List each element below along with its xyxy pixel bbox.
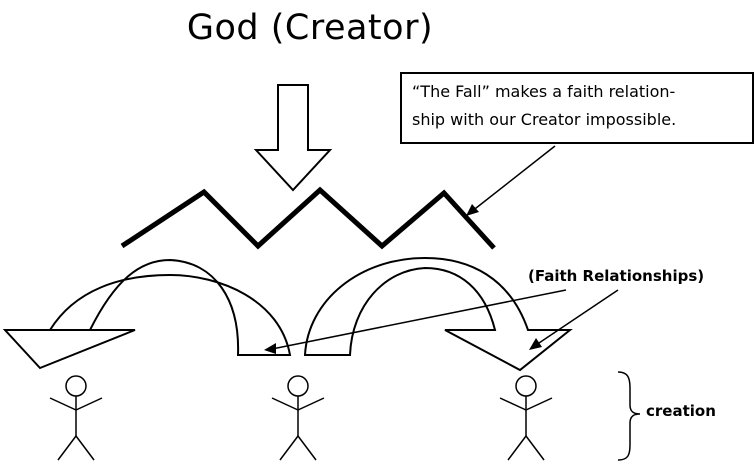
creation-brace	[617, 371, 641, 461]
left-curved-arrow	[2, 258, 292, 370]
callout-line-2: ship with our Creator impossible.	[412, 110, 677, 129]
callout-line-1: “The Fall” makes a faith relation-	[412, 82, 676, 101]
faith-pointer-arrowhead-right	[529, 338, 542, 350]
faith-relationships-label: (Faith Relationships)	[528, 267, 705, 285]
creation-label: creation	[646, 402, 716, 420]
diagram-title: God (Creator)	[186, 8, 434, 48]
stick-figure-left	[49, 375, 103, 461]
down-arrow-icon	[253, 84, 333, 192]
faith-pointer-line-left	[271, 289, 567, 350]
callout-pointer-line	[470, 145, 556, 213]
faith-pointer-arrowhead-left	[264, 343, 276, 354]
stick-figure-center	[271, 375, 325, 461]
stick-figure-right	[499, 375, 553, 461]
faith-pointer-line-right	[535, 289, 619, 346]
right-curved-arrow	[303, 256, 573, 372]
fall-callout-box: “The Fall” makes a faith relation- ship …	[400, 72, 754, 144]
callout-pointer-arrowhead	[466, 204, 479, 216]
fall-zigzag-barrier	[120, 186, 496, 250]
